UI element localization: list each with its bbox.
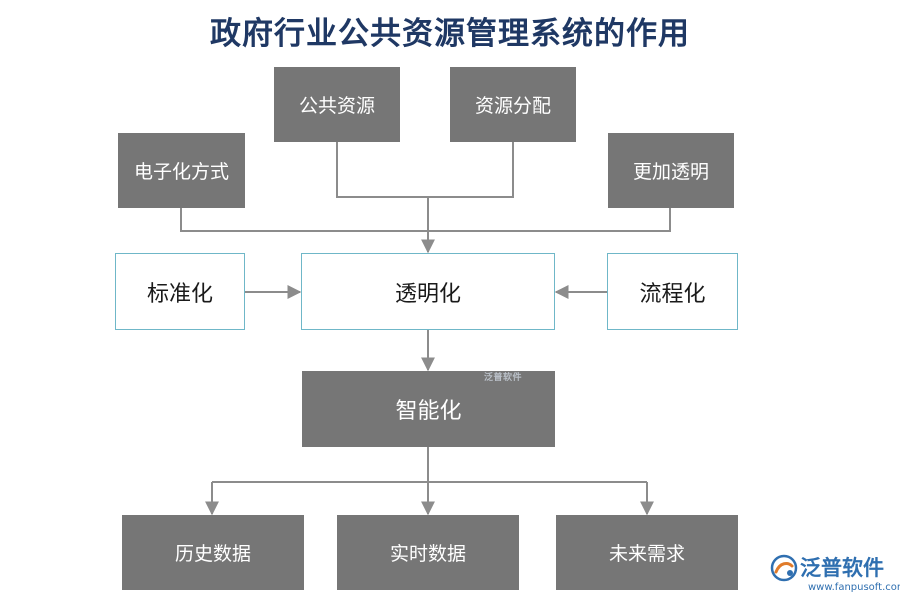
node-more-transparent: 更加透明: [608, 133, 734, 208]
node-label: 流程化: [639, 281, 706, 307]
node-electronic-mode: 电子化方式: [118, 133, 245, 208]
node-label: 公共资源: [298, 95, 375, 117]
node-standardization: 标准化: [115, 253, 245, 330]
node-transparency: 透明化: [301, 253, 555, 330]
node-label: 历史数据: [174, 543, 251, 565]
diagram-title: 政府行业公共资源管理系统的作用: [210, 16, 690, 52]
node-intelligent: 智能化: [302, 371, 555, 447]
node-label: 实时数据: [389, 543, 466, 565]
brand-logo: 泛普软件 www.fanpusoft.com: [770, 552, 900, 598]
node-process-oriented: 流程化: [607, 253, 738, 330]
logo-url: www.fanpusoft.com: [808, 582, 900, 593]
node-historical-data: 历史数据: [122, 515, 304, 590]
node-label: 标准化: [146, 281, 213, 307]
node-label: 未来需求: [608, 543, 685, 565]
logo-icon: [770, 554, 798, 582]
node-label: 更加透明: [632, 161, 709, 183]
connector-more-transparent: [428, 208, 671, 232]
node-label: 透明化: [394, 281, 461, 307]
node-future-demand: 未来需求: [556, 515, 738, 590]
node-label: 电子化方式: [133, 161, 229, 183]
node-resource-allocation: 资源分配: [450, 67, 576, 142]
logo-name: 泛普软件: [800, 556, 884, 580]
watermark: 泛普软件: [484, 373, 523, 383]
node-label: 智能化: [395, 399, 462, 424]
node-realtime-data: 实时数据: [337, 515, 519, 590]
connector-electronic-mode: [180, 208, 428, 232]
connector-resource-allocation: [428, 142, 514, 198]
node-public-resources: 公共资源: [274, 67, 400, 142]
connector-public-resources: [336, 142, 428, 198]
node-label: 资源分配: [474, 95, 551, 117]
